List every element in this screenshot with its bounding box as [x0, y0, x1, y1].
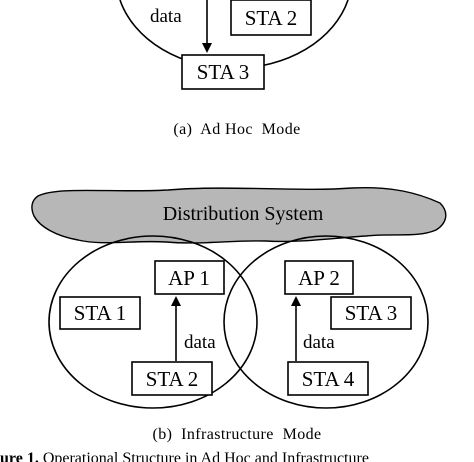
- infrastructure-mode-group: Distribution System AP 1 AP 2 STA 1 STA …: [31, 186, 447, 443]
- ad-hoc-data-label: data: [150, 6, 182, 27]
- ad-hoc-sta2-label: STA 2: [245, 6, 298, 30]
- ad-hoc-mode-group: data STA 2 STA 3 (a) Ad Hoc Mode: [119, 0, 349, 138]
- bss-right-ellipse: [223, 235, 429, 409]
- sta3-label: STA 3: [345, 301, 398, 325]
- distribution-system-label: Distribution System: [163, 203, 324, 225]
- ad-hoc-sta3-label: STA 3: [197, 60, 250, 84]
- sta2-label: STA 2: [146, 367, 199, 391]
- left-data-label: data: [184, 332, 216, 353]
- ap1-label: AP 1: [168, 266, 210, 290]
- sta2-box: [131, 361, 213, 396]
- ap2-label: AP 2: [298, 266, 340, 290]
- distribution-system-cloud: [31, 186, 447, 244]
- sta4-box: [287, 361, 369, 396]
- ad-hoc-sta2-box: [230, 0, 312, 36]
- right-data-label: data: [303, 332, 335, 353]
- sta1-box: [59, 296, 141, 330]
- infrastructure-caption: (b) Infrastructure Mode: [152, 426, 321, 443]
- figure-caption: ure 1. Operational Structure in Ad Hoc a…: [0, 450, 369, 462]
- sta3-box: [330, 296, 412, 330]
- ap2-box: [284, 260, 354, 295]
- sta4-label: STA 4: [302, 367, 355, 391]
- figure-caption-label: ure 1.: [0, 450, 39, 462]
- ap1-box: [154, 260, 225, 295]
- ad-hoc-caption: (a) Ad Hoc Mode: [173, 121, 300, 138]
- ad-hoc-sta3-box: [181, 54, 265, 90]
- sta1-label: STA 1: [74, 301, 127, 325]
- figure-caption-text: Operational Structure in Ad Hoc and Infr…: [39, 450, 369, 462]
- bss-left-ellipse: [48, 235, 258, 409]
